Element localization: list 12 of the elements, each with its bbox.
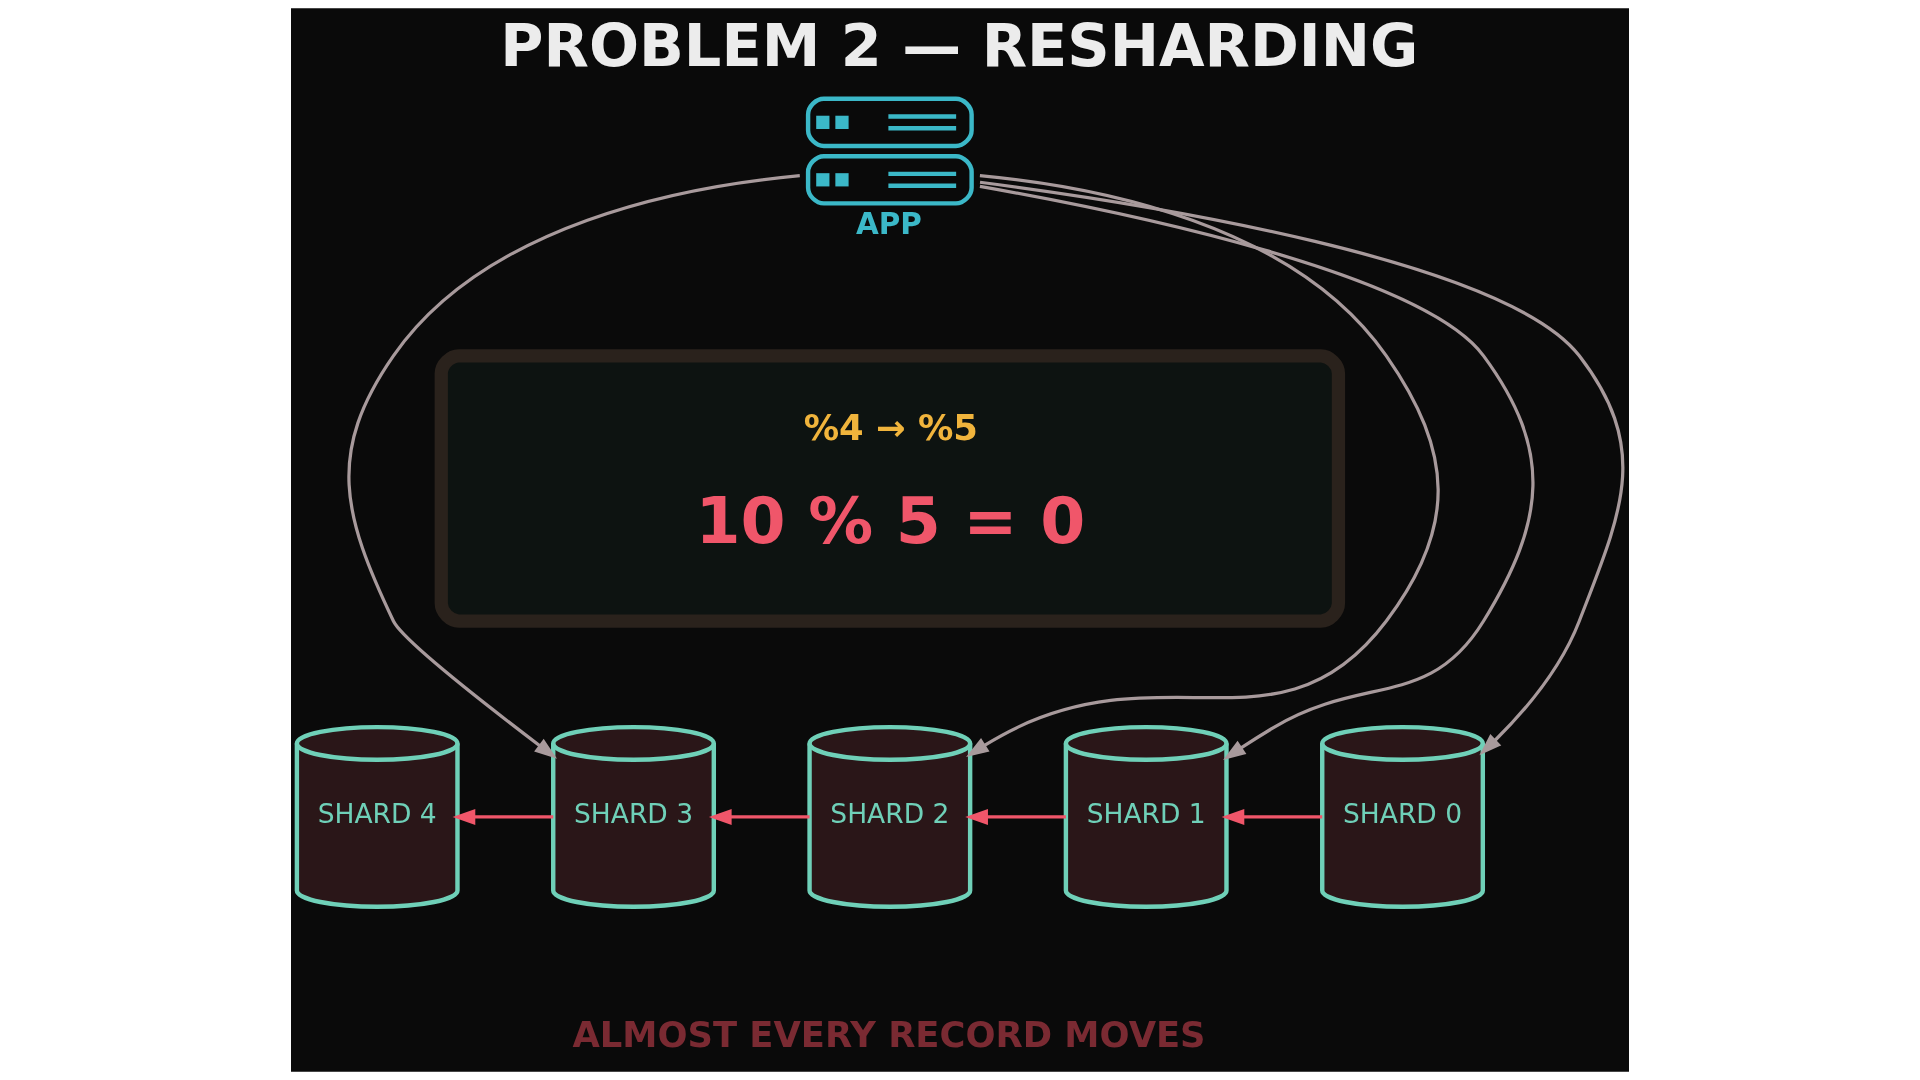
arrow	[1221, 809, 1323, 825]
arrow	[452, 809, 554, 825]
arrow	[965, 809, 1066, 825]
arrow	[979, 184, 1535, 760]
diagram-title: PROBLEM 2 — RESHARDING	[500, 10, 1419, 80]
node-label: APP	[855, 206, 922, 241]
arrow	[979, 180, 1625, 756]
arrow	[966, 174, 1440, 757]
caption: ALMOST EVERY RECORD MOVES	[572, 1014, 1206, 1056]
arrow	[347, 174, 800, 759]
node-box: %4 → %5 10 % 5 = 0	[434, 349, 1346, 628]
arrow	[708, 809, 810, 825]
